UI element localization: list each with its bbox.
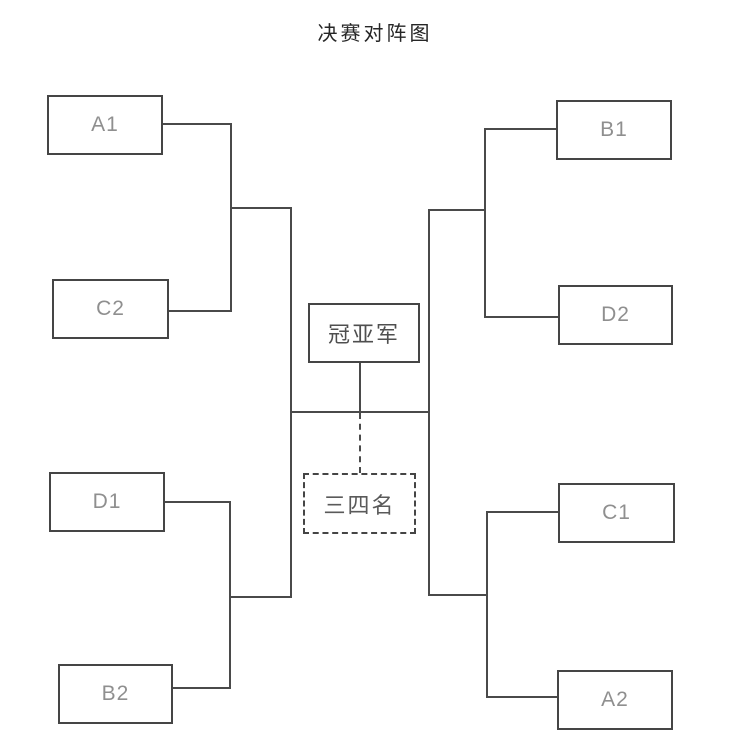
third-place-box: 三四名 (303, 473, 416, 534)
diagram-title: 决赛对阵图 (317, 21, 433, 45)
champion-box: 冠亚军 (308, 303, 420, 363)
connector-left-top-v (230, 123, 232, 312)
connector-right-bottom-mid-h (428, 594, 488, 596)
connector-right-top-mid-h (428, 209, 486, 211)
connector-left-bottom-mid-h (229, 596, 292, 598)
connector-third-place-stem (359, 413, 361, 473)
team-box-d1: D1 (49, 472, 165, 532)
connector-left-top-mid-h (230, 207, 292, 209)
connector-c1-h (486, 511, 558, 513)
connector-a1-h (163, 123, 232, 125)
connector-b1-h (484, 128, 556, 130)
connector-left-bottom-v (229, 501, 231, 689)
connector-a2-h (486, 696, 557, 698)
connector-right-top-v (484, 128, 486, 318)
team-box-c2: C2 (52, 279, 169, 339)
team-box-b2: B2 (58, 664, 173, 724)
connector-c2-h (169, 310, 232, 312)
connector-left-final-v (290, 207, 292, 598)
connector-d1-h (165, 501, 231, 503)
connector-d2-h (484, 316, 558, 318)
team-box-a1: A1 (47, 95, 163, 155)
connector-champion-stem (359, 362, 361, 413)
team-box-b1: B1 (556, 100, 672, 160)
connector-b2-h (173, 687, 231, 689)
team-box-c1: C1 (558, 483, 675, 543)
team-box-a2: A2 (557, 670, 673, 730)
team-box-d2: D2 (558, 285, 673, 345)
connector-right-bottom-v (486, 511, 488, 698)
connector-right-final-v (428, 209, 430, 596)
